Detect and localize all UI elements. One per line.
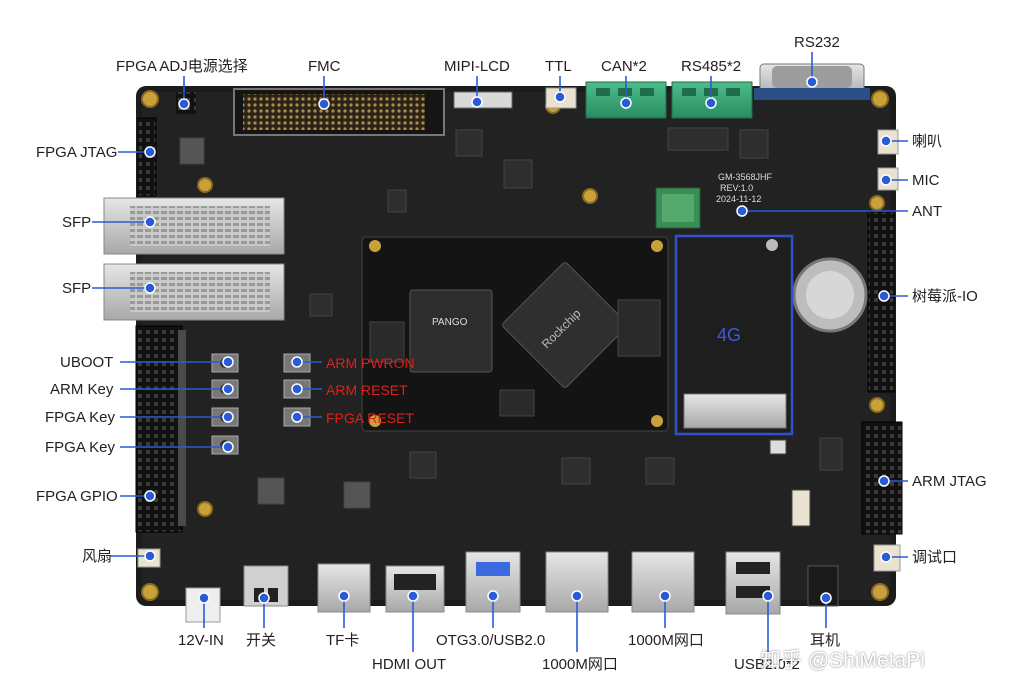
label-fpga-key-2: FPGA Key <box>45 439 116 456</box>
label-ant: ANT <box>912 203 942 220</box>
label-usb2: USB2.0*2 <box>734 656 800 673</box>
label-switch: 开关 <box>246 632 277 649</box>
label-fpga-jtag: FPGA JTAG <box>36 144 118 161</box>
label-arm-key: ARM Key <box>50 381 114 398</box>
watermark: 知乎 @ShiMetaPi <box>760 649 925 672</box>
fpga-gpio-header <box>135 325 183 533</box>
label-fpga-key-1: FPGA Key <box>45 409 116 426</box>
fpga-chip <box>409 289 493 373</box>
label-otg: OTG3.0/USB2.0 <box>436 632 546 649</box>
label-uboot: UBOOT <box>60 354 114 371</box>
label-eth-1: 1000M网口 <box>542 656 618 673</box>
label-debug-port: 调试口 <box>912 549 958 566</box>
label-hdmi: HDMI OUT <box>372 656 447 673</box>
label-eth-2: 1000M网口 <box>628 632 704 649</box>
label-dc-in: 12V-IN <box>178 632 224 649</box>
usb-port-stack <box>725 551 781 615</box>
label-earphone: 耳机 <box>810 632 841 649</box>
sfp-cage-2 <box>103 263 285 321</box>
mipi-lcd-connector <box>453 91 513 109</box>
minipcie-slot <box>683 393 787 429</box>
rpi-header <box>867 211 895 393</box>
label-arm-pwron: ARM PWRON <box>326 355 415 371</box>
label-fpga-gpio: FPGA GPIO <box>36 488 118 505</box>
board-model: GM-3568JHF <box>718 172 773 182</box>
ram-chip-1 <box>369 321 405 363</box>
label-arm-jtag: ARM JTAG <box>912 473 987 490</box>
label-sfp-1: SFP <box>62 214 92 231</box>
label-ttl: TTL <box>545 58 572 75</box>
label-rs232: RS232 <box>794 34 840 51</box>
label-rpi-io: 树莓派-IO <box>912 288 978 305</box>
fpga-jtag-header <box>137 117 157 197</box>
label-4g: 4G <box>717 325 742 345</box>
label-mipi-lcd: MIPI-LCD <box>444 58 510 75</box>
label-rs485: RS485*2 <box>681 58 742 75</box>
mounting-holes <box>141 90 889 601</box>
label-sfp-2: SFP <box>62 280 92 297</box>
flash-chip <box>499 389 535 417</box>
pango-mark: PANGO <box>432 317 468 328</box>
label-mic: MIC <box>912 172 940 189</box>
label-can: CAN*2 <box>601 58 647 75</box>
pointer-dots <box>144 76 892 604</box>
rockchip-soc: Rockchip <box>502 262 628 388</box>
eth-port-2 <box>631 551 695 613</box>
label-tf: TF卡 <box>326 632 360 649</box>
misc-components <box>179 127 843 527</box>
label-speaker: 喇叭 <box>912 133 943 150</box>
label-fmc: FMC <box>308 58 341 75</box>
board-rev: REV:1.0 <box>720 183 753 193</box>
label-fpga-adj: FPGA ADJ电源选择 <box>116 58 248 75</box>
board-date: 2024-11-12 <box>716 194 761 204</box>
label-fpga-reset: FPGA RESET <box>326 410 414 426</box>
sfp-cage-1 <box>103 197 285 255</box>
label-fan: 风扇 <box>82 548 113 565</box>
label-arm-reset: ARM RESET <box>326 382 408 398</box>
ram-chip-2 <box>617 299 661 357</box>
